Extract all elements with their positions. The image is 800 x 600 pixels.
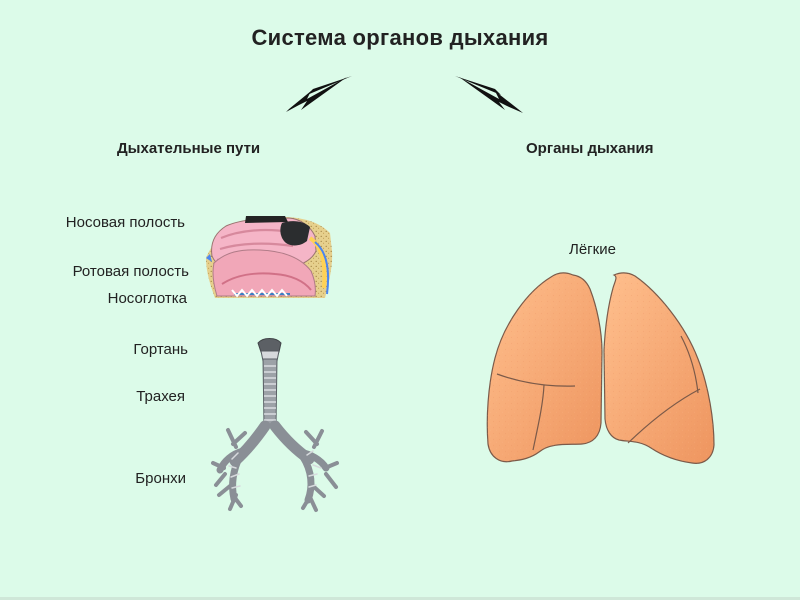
respiratory-organs-heading: Органы дыхания: [526, 140, 654, 157]
trachea-bronchi-illustration-icon: [211, 338, 339, 512]
diagonal-arrow-down-left-icon: [286, 76, 352, 112]
lungs-label: Лёгкие: [569, 241, 616, 258]
diagonal-arrow-down-right-icon: [455, 76, 523, 113]
trachea-label: Трахея: [136, 388, 185, 405]
page-title: Система органов дыхания: [251, 25, 549, 50]
airways-heading: Дыхательные пути: [117, 140, 261, 157]
nasal-cavity-illustration-icon: [206, 216, 333, 298]
bottom-divider: [0, 597, 800, 600]
bronchi-label: Бронхи: [135, 470, 186, 487]
oral-cavity-label: Ротовая полость: [72, 263, 189, 280]
nasal-cavity-label: Носовая полость: [65, 214, 185, 231]
larynx-label: Гортань: [133, 341, 188, 358]
nasopharynx-label: Носоглотка: [107, 290, 187, 307]
lungs-illustration-icon: [486, 272, 715, 464]
